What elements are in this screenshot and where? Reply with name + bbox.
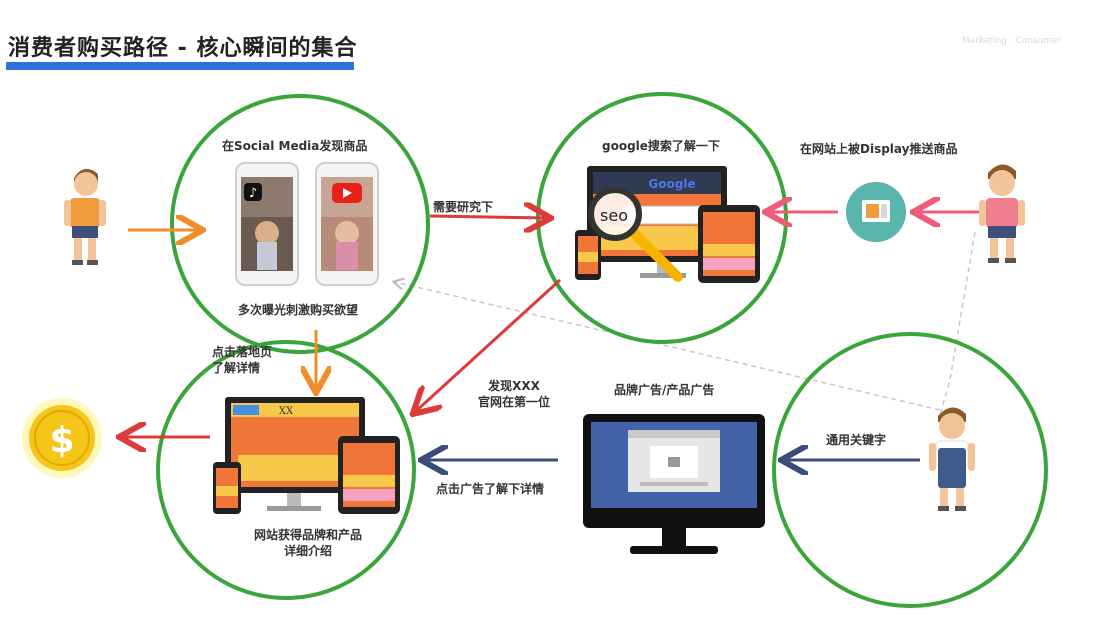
found-line-2: 官网在第一位 — [478, 395, 551, 409]
landing-edge-label: 点击落地页 了解详情 — [212, 344, 272, 376]
ad-monitor-label: 品牌广告/产品广告 — [614, 383, 715, 397]
arrow-social-to-google — [429, 216, 548, 218]
website-banner-text: XX — [279, 406, 294, 417]
coin-symbol: $ — [49, 420, 74, 461]
click-ad-edge-label: 点击广告了解下详情 — [436, 482, 545, 496]
keyword-circle — [772, 332, 1048, 608]
landing-line-2: 了解详情 — [212, 361, 261, 375]
page-title: 消费者购买路径 - 核心瞬间的集合 — [8, 36, 358, 61]
title-underline — [6, 62, 354, 70]
keyword-label: 通用关键字 — [826, 433, 887, 447]
youtube-phone — [315, 162, 379, 286]
google-search-devices: Google search seo — [575, 166, 760, 283]
social-top-label: 在Social Media发现商品 — [222, 139, 368, 153]
person-icon — [979, 164, 1025, 263]
person-icon — [64, 168, 106, 265]
watermark: Marketing · Consumer — [962, 36, 1062, 46]
dashed-link-lines — [395, 231, 976, 416]
website-bottom-label: 网站获得品牌和产品 详细介绍 — [254, 527, 362, 559]
arrow-google-to-website — [415, 278, 562, 412]
google-top-label: google搜索了解一下 — [602, 139, 720, 153]
tiktok-phone: ♪ — [235, 162, 299, 286]
social-circle — [170, 94, 430, 354]
coin-icon: $ — [22, 398, 102, 478]
found-line-1: 发现XXX — [488, 379, 540, 393]
website-devices: XX — [213, 397, 400, 514]
website-line-1: 网站获得品牌和产品 — [254, 528, 363, 542]
found-edge-label: 发现XXX 官网在第一位 — [478, 378, 550, 410]
website-line-2: 详细介绍 — [284, 544, 333, 558]
ad-monitor — [583, 414, 765, 554]
display-ad-icon — [846, 182, 906, 242]
google-logo-text: Google — [648, 177, 695, 191]
svg-text:♪: ♪ — [249, 186, 257, 201]
website-circle — [156, 340, 416, 600]
search-query-text: seo — [600, 206, 628, 225]
research-edge-label: 需要研究下 — [433, 200, 494, 214]
landing-line-1: 点击落地页 — [212, 345, 273, 359]
display-label: 在网站上被Display推送商品 — [800, 142, 958, 156]
person-icon — [929, 407, 975, 511]
social-bottom-label: 多次曝光刺激购买欲望 — [238, 303, 359, 317]
